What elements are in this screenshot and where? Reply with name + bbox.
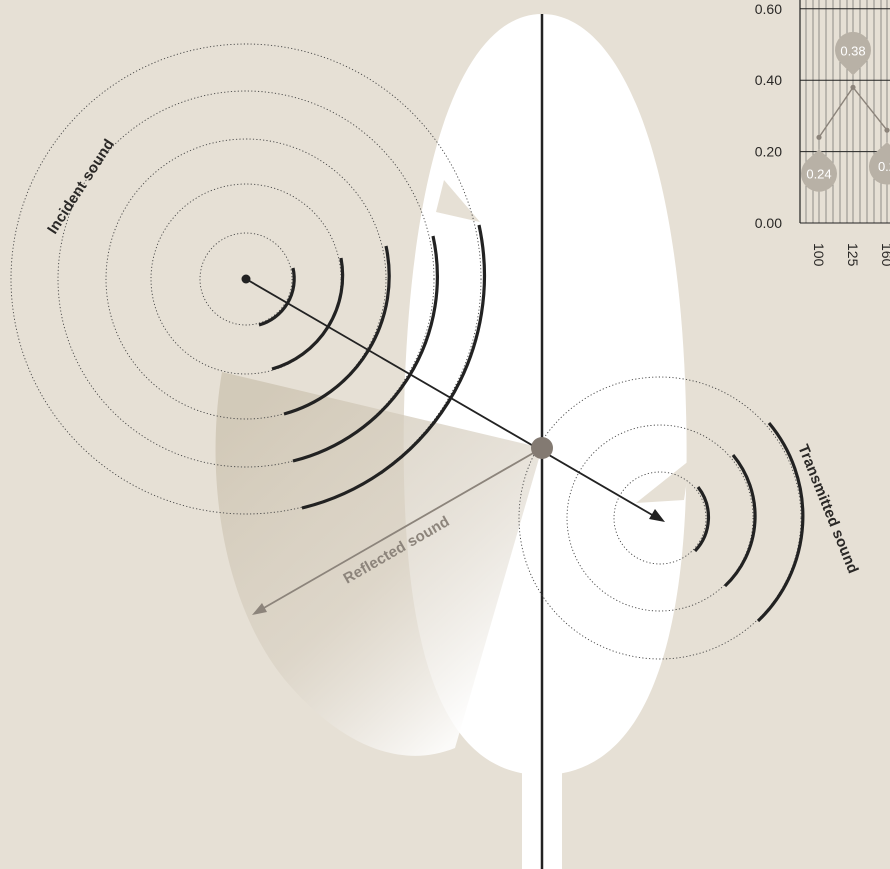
canopy-notch-left bbox=[436, 180, 480, 222]
reflected-ray bbox=[261, 447, 543, 610]
incident-ring-2 bbox=[150, 183, 342, 375]
transmitted-ring-2 bbox=[566, 424, 754, 612]
chart-point bbox=[884, 127, 890, 133]
incident-ring-5 bbox=[10, 43, 482, 515]
chart-x-tick-label: 125 bbox=[845, 243, 861, 267]
chart-y-tick-label: 0.40 bbox=[755, 72, 782, 88]
chart-x-tick-label: 160 bbox=[879, 243, 890, 267]
chart-point-droplet bbox=[869, 142, 890, 185]
incident-ring-1 bbox=[199, 232, 293, 326]
chart-x-ticks: 100 125 160 bbox=[811, 243, 890, 267]
transmitted-arc-2 bbox=[723, 453, 757, 588]
chart-point-droplet bbox=[801, 149, 838, 192]
incident-arc-5 bbox=[301, 224, 487, 510]
transmitted-arcs bbox=[693, 421, 805, 623]
reflected-sound-cone bbox=[215, 372, 542, 756]
transmitted-ring-1 bbox=[613, 471, 707, 565]
incident-source-dot bbox=[241, 274, 251, 284]
chart-data-label: 0.2 bbox=[878, 159, 890, 174]
chart-data-label: 0.24 bbox=[806, 166, 831, 181]
transmitted-arc-3 bbox=[756, 421, 805, 623]
chart-y-tick-label: 0.00 bbox=[755, 215, 782, 231]
incident-ring-3 bbox=[105, 138, 387, 420]
incident-arc-4 bbox=[292, 235, 439, 463]
canopy-notch-right bbox=[636, 460, 690, 503]
incident-arcs bbox=[258, 224, 487, 510]
chart-point bbox=[850, 84, 856, 90]
sound-ray bbox=[245, 278, 655, 517]
chart-y-tick-label: 0.20 bbox=[755, 144, 782, 160]
impact-point bbox=[531, 437, 553, 459]
transmitted-ring-3 bbox=[518, 376, 802, 660]
chart-point-droplet bbox=[835, 31, 871, 76]
transmitted-arrowhead bbox=[649, 509, 665, 522]
chart-point bbox=[816, 134, 822, 140]
chart-y-tick-label: 0.60 bbox=[755, 1, 782, 17]
reflected-arrowhead bbox=[252, 603, 267, 615]
incident-arc-2 bbox=[271, 257, 345, 371]
transmitted-label: Transmitted sound bbox=[794, 442, 861, 576]
chart-y-ticks: 0.00 0.20 0.40 0.60 bbox=[755, 1, 782, 231]
incident-ring-4 bbox=[57, 90, 435, 468]
chart-data-label: 0.38 bbox=[840, 43, 865, 58]
incident-label: Incident sound bbox=[44, 136, 118, 237]
transmitted-rings bbox=[518, 376, 802, 660]
chart-x-tick-label: 100 bbox=[811, 243, 827, 267]
chart-marks: 0.24 0.38 0.2 bbox=[801, 31, 890, 192]
incident-arc-3 bbox=[283, 245, 391, 416]
transmitted-arc-1 bbox=[693, 486, 711, 553]
absorption-chart: 0.00 0.20 0.40 0.60 100 125 160 0.24 0.38 0.2 bbox=[755, 0, 890, 267]
incident-rings bbox=[10, 43, 482, 515]
